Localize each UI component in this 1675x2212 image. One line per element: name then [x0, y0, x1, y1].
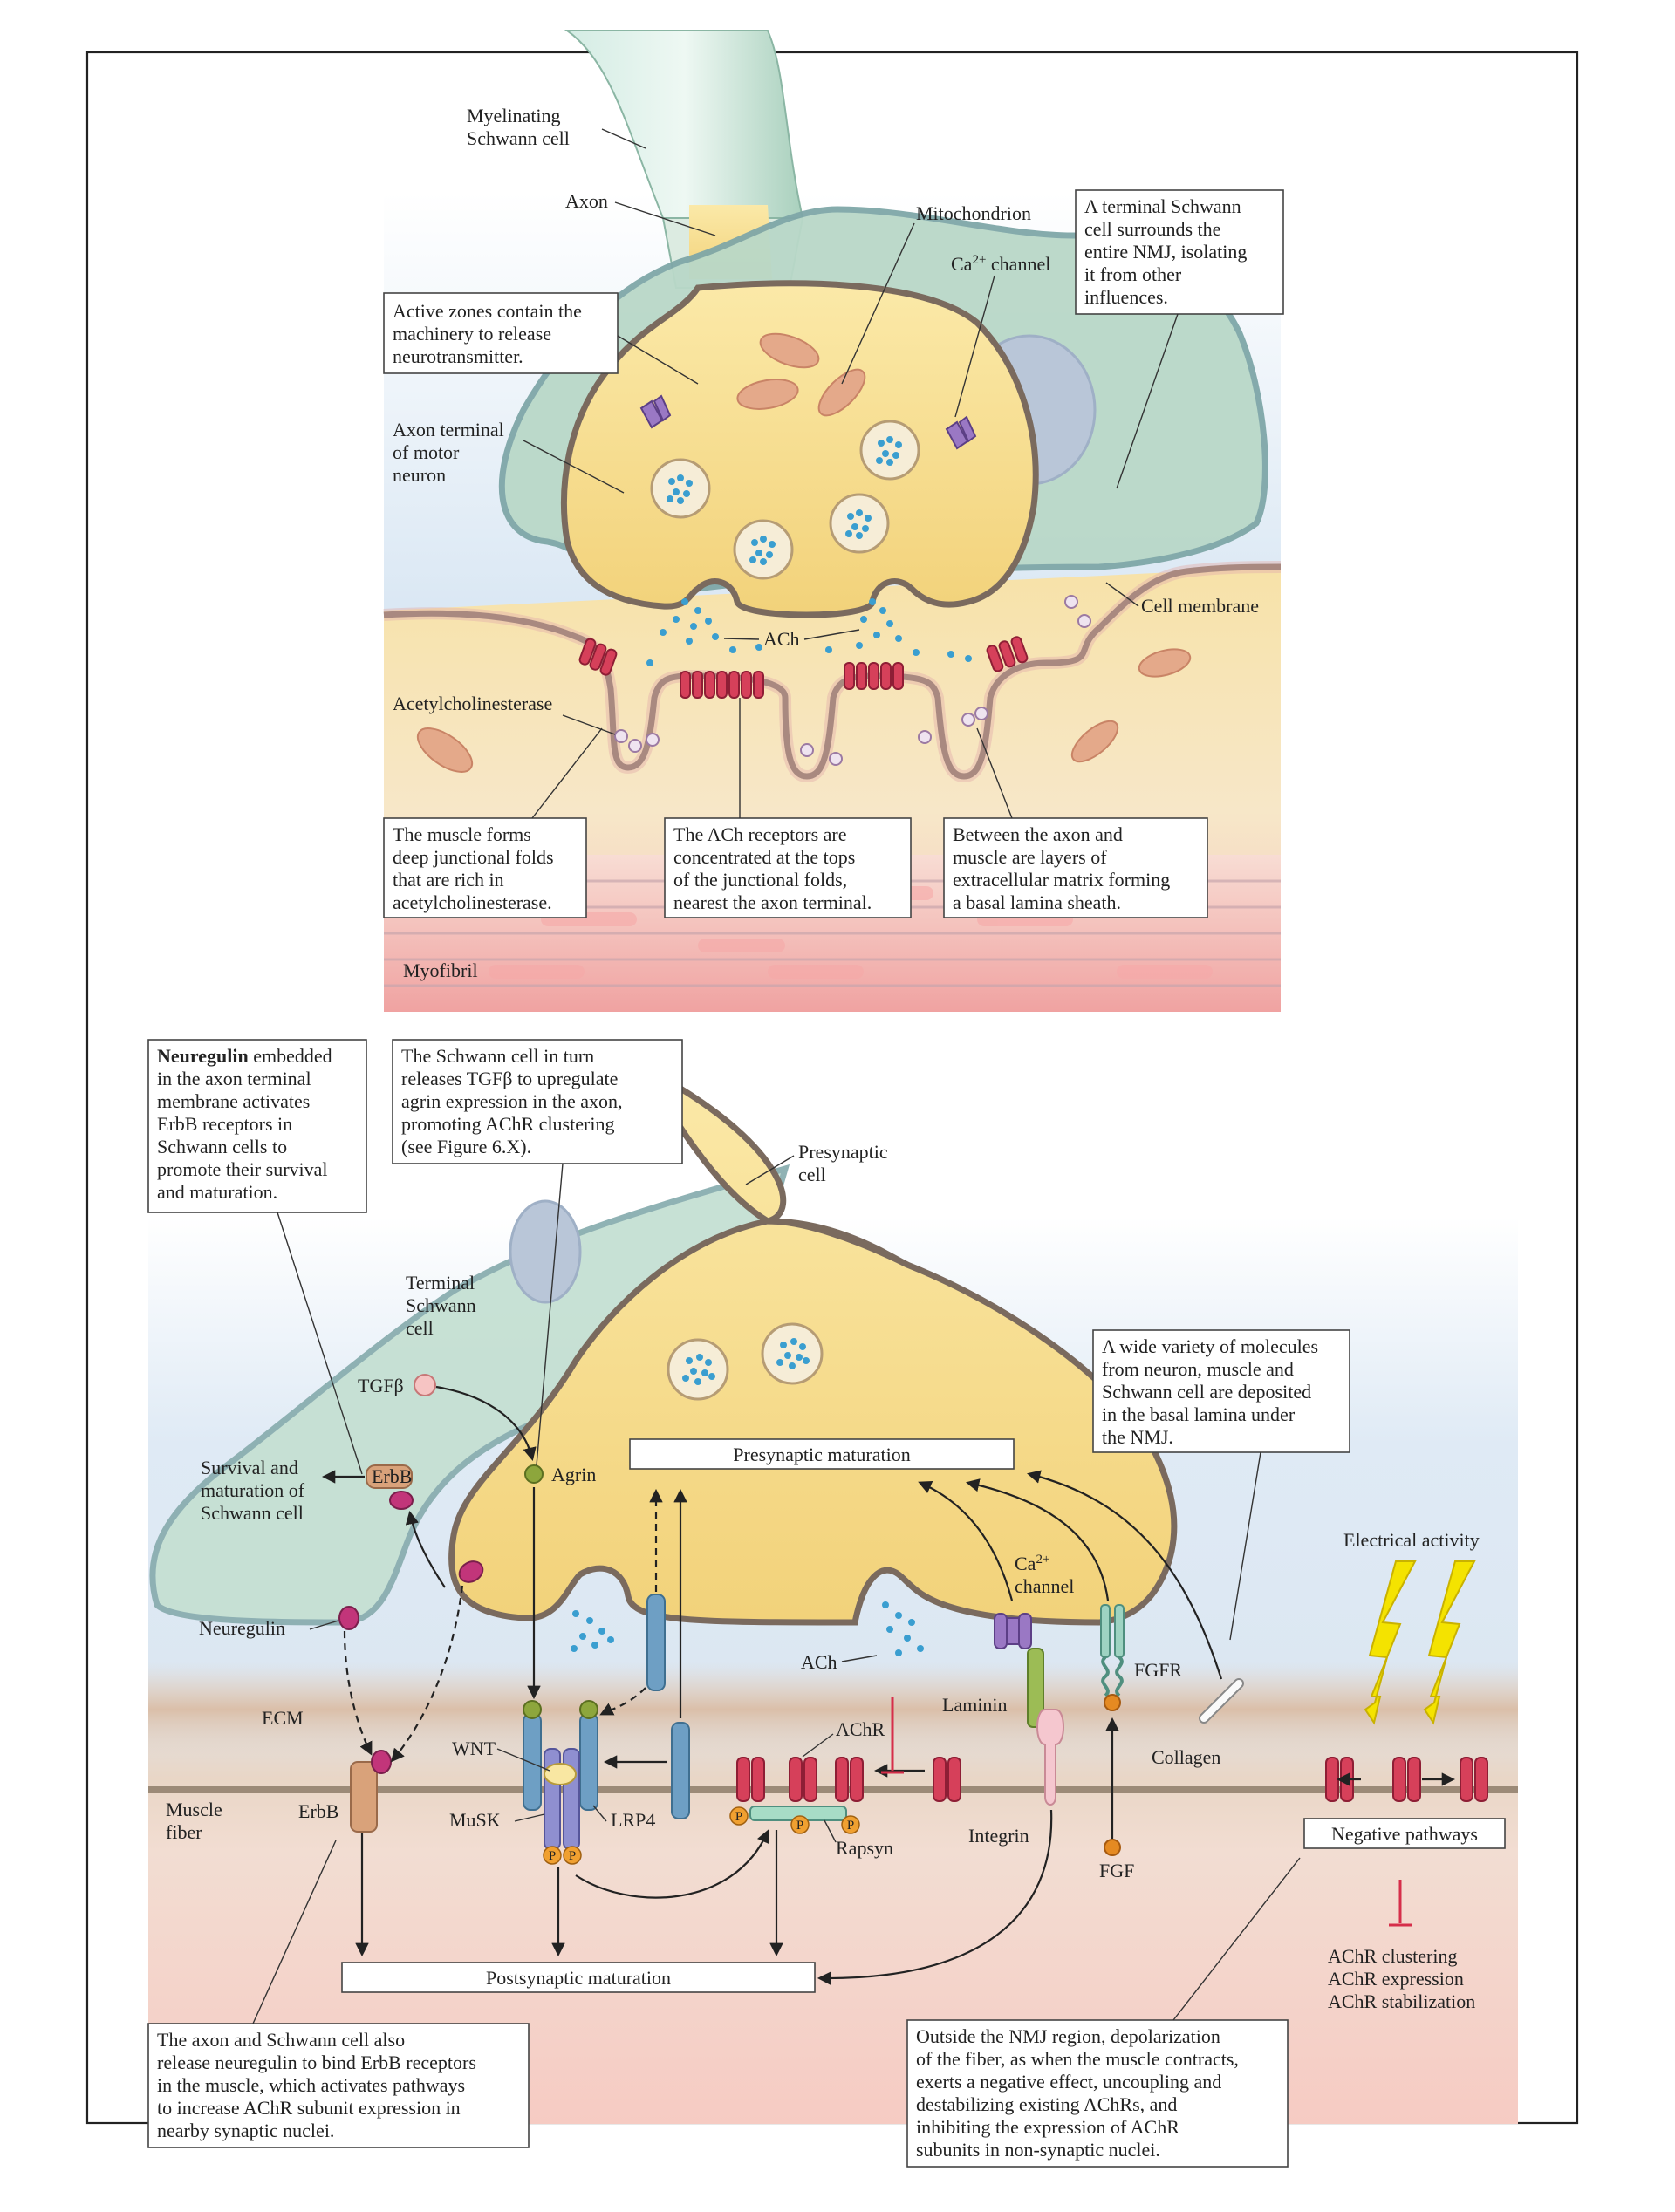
acetylcholinesterase-molecules	[614, 595, 1091, 766]
label-muscle-fiber-line1: Muscle	[166, 1799, 222, 1820]
label-fgf: FGF	[1099, 1860, 1134, 1881]
label-mitochondrion: Mitochondrion	[916, 202, 1031, 224]
label-muscle-fiber-line2: fiber	[166, 1821, 202, 1843]
label-achr: AChR	[836, 1718, 885, 1740]
phospho-p-2: P	[796, 1819, 803, 1833]
label-acetylcholinesterase: Acetylcholinesterase	[393, 693, 552, 714]
label-presynaptic-maturation: Presynaptic maturation	[733, 1444, 910, 1465]
label-integrin: Integrin	[968, 1825, 1029, 1847]
phospho-p-1: P	[735, 1810, 742, 1824]
label-achr-clustering: AChR clustering	[1328, 1945, 1458, 1967]
label-myelinating-line1: Myelinating	[467, 105, 561, 126]
label-survival-line2: maturation of	[201, 1479, 305, 1501]
label-musk: MuSK	[449, 1809, 501, 1831]
label-negative-pathways: Negative pathways	[1331, 1823, 1478, 1845]
label-wnt: WNT	[452, 1738, 496, 1759]
label-achr-expression: AChR expression	[1328, 1968, 1464, 1990]
postsynaptic-maturation-box	[341, 1962, 816, 1993]
label-rapsyn: Rapsyn	[836, 1837, 893, 1859]
label-agrin: Agrin	[551, 1464, 596, 1485]
label-survival-line1: Survival and	[201, 1457, 298, 1478]
musk-lrp4-complex	[523, 1700, 598, 1850]
pathway-arrows	[321, 1385, 1456, 1985]
label-ecm: ECM	[262, 1707, 304, 1729]
achr-clusters-top	[578, 636, 1029, 699]
label-lrp4: LRP4	[611, 1809, 655, 1831]
label-terminal-schwann-line3: cell	[406, 1317, 434, 1339]
label-ach-bottom: ACh	[801, 1651, 838, 1673]
label-presynaptic-line2: cell	[798, 1164, 826, 1185]
label-tgfb: TGFβ	[358, 1375, 404, 1396]
phospho-p-3: P	[847, 1819, 854, 1833]
negative-pathways-box	[1303, 1818, 1506, 1849]
label-ca-channel-bottom: Ca2+channel	[1015, 1553, 1074, 1597]
label-axon-terminal-line1: Axon terminal	[393, 419, 504, 440]
label-myelinating-line2: Schwann cell	[467, 127, 570, 149]
label-erbb-top: ErbB	[372, 1465, 412, 1487]
label-erbb-bottom: ErbB	[298, 1800, 338, 1822]
synaptic-vesicles	[650, 420, 920, 580]
label-collagen: Collagen	[1152, 1746, 1220, 1768]
bottom-panel: P P P P P	[147, 1039, 1518, 2168]
ach-molecules	[646, 598, 972, 666]
label-ca-channel-top: Ca2+ channel	[951, 253, 1050, 275]
electrical-activity-bolts	[1364, 1560, 1476, 1725]
label-survival-line3: Schwann cell	[201, 1502, 304, 1524]
presynaptic-maturation-box	[629, 1438, 1015, 1470]
svg-text:Outside the NMJ region, depola: Outside the NMJ region, depolarizationof…	[916, 2025, 1239, 2161]
label-neuregulin: Neuregulin	[199, 1617, 285, 1639]
label-axon-terminal-line3: neuron	[393, 464, 446, 486]
phospho-p-5: P	[569, 1849, 576, 1863]
label-cell-membrane: Cell membrane	[1141, 595, 1259, 617]
label-laminin: Laminin	[942, 1694, 1008, 1716]
label-postsynaptic-maturation: Postsynaptic maturation	[486, 1967, 671, 1989]
label-achr-stabilization: AChR stabilization	[1328, 1990, 1475, 2012]
label-fgfr: FGFR	[1134, 1659, 1182, 1681]
label-axon-terminal-line2: of motor	[393, 441, 460, 463]
label-terminal-schwann-line2: Schwann	[406, 1294, 476, 1316]
achr-clusters-bottom	[736, 1757, 1488, 1802]
label-axon: Axon	[565, 190, 608, 212]
label-electrical-activity: Electrical activity	[1343, 1529, 1480, 1551]
label-myofibril: Myofibril	[403, 959, 478, 981]
phospho-p-4: P	[549, 1849, 556, 1863]
label-presynaptic-line1: Presynaptic	[798, 1141, 888, 1163]
label-ach-top: ACh	[763, 628, 800, 650]
label-terminal-schwann-line1: Terminal	[406, 1272, 475, 1294]
